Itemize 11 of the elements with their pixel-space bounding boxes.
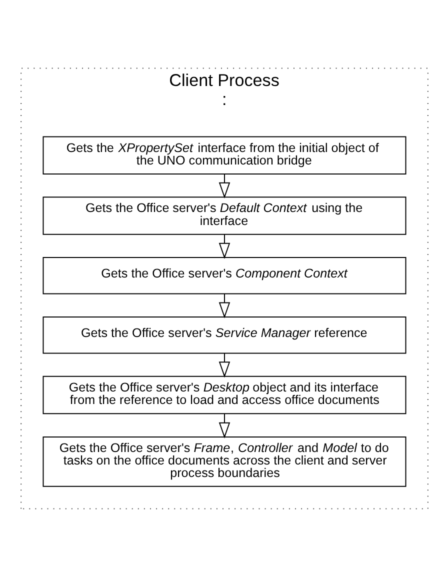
node-box: Gets the Office server's Default Context using the interface bbox=[42, 196, 406, 234]
arrow bbox=[218, 234, 230, 258]
node-box: Gets the Office server's Desktop object and its interface from the reference to load and access office documents bbox=[42, 375, 406, 414]
node-box: Gets the Office server's Service Manager reference bbox=[42, 316, 406, 354]
arrow bbox=[218, 352, 230, 378]
node-box: Gets the Office server's Component Context bbox=[42, 256, 406, 294]
node-box: Gets the Office server's Frame, Controller and Model to do tasks on the office documents across the client and server process boundaries bbox=[42, 436, 406, 486]
arrow bbox=[218, 174, 230, 198]
arrow bbox=[218, 413, 230, 438]
node-box: Gets the XPropertySet interface from the initial object of the UNO communication bridge bbox=[42, 136, 406, 174]
arrow bbox=[218, 293, 230, 318]
